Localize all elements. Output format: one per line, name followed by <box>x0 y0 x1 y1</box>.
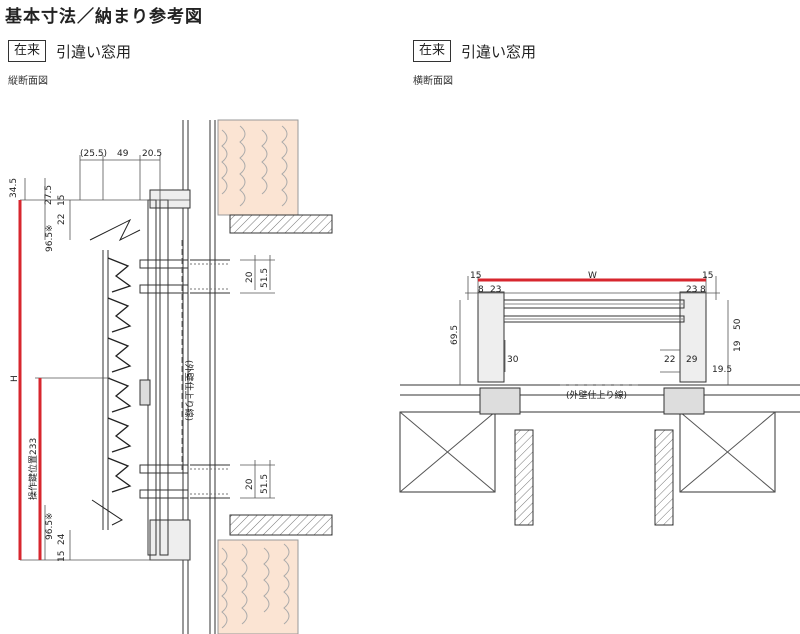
page-title: 基本寸法／納まり参考図 <box>5 7 203 27</box>
dim-handle-233: 操作鍵位置233 <box>27 438 39 500</box>
vertical-section <box>20 119 333 634</box>
dim-15-bottom: 15 <box>57 551 67 562</box>
dim-255: (25.5) <box>80 149 107 159</box>
horizontal-section <box>399 276 800 526</box>
dim-20-top: 20 <box>245 271 255 283</box>
dim-345: 34.5 <box>9 178 19 198</box>
dim-23-left: 23 <box>490 285 501 295</box>
left-heading: 引違い窓用 <box>56 42 132 61</box>
dim-275: 27.5 <box>44 185 54 205</box>
brackets <box>139 259 230 499</box>
dim-515-top: 51.5 <box>260 268 270 288</box>
dim-22: 22 <box>664 355 675 365</box>
dim-195: 19.5 <box>712 365 732 375</box>
right-finish-line-label: (外壁仕上り線) <box>566 389 627 401</box>
left-finish-line-label: (外壁仕上り線) <box>183 360 195 421</box>
dim-30: 30 <box>507 355 519 365</box>
lattice-panel <box>89 218 141 530</box>
dim-29: 29 <box>686 355 698 365</box>
insulation-bottom <box>217 539 299 634</box>
dim-15-right: 15 <box>702 271 713 281</box>
insulation-top <box>217 119 299 216</box>
left-badge: 在来 <box>8 40 47 62</box>
dim-49: 49 <box>117 149 129 159</box>
dim-965-top: 96.5※ <box>45 224 55 252</box>
dim-19: 19 <box>733 340 743 352</box>
dim-8-left: 8 <box>478 285 484 295</box>
right-badge: 在来 <box>413 40 452 62</box>
dim-H: H <box>10 375 20 382</box>
dim-15-top: 15 <box>57 195 67 206</box>
left-header: 在来 引違い窓用 <box>8 40 131 62</box>
dim-205: 20.5 <box>142 149 162 159</box>
dim-22: 22 <box>57 214 67 225</box>
dim-965-bottom: 96.5※ <box>45 512 55 540</box>
dim-15-left: 15 <box>470 271 481 281</box>
left-view-label: 縦断面図 <box>8 76 48 87</box>
right-view-label: 横断面図 <box>413 76 453 87</box>
dim-W: W <box>588 271 597 281</box>
dim-50: 50 <box>733 318 743 330</box>
dim-695: 69.5 <box>450 325 460 345</box>
dim-515-bottom: 51.5 <box>260 474 270 494</box>
dim-24: 24 <box>57 533 67 545</box>
dim-8-right: 8 <box>700 285 706 295</box>
right-header: 在来 引違い窓用 <box>413 40 536 62</box>
right-heading: 引違い窓用 <box>461 42 537 61</box>
dim-20-bottom: 20 <box>245 478 255 490</box>
dim-23-right: 23 <box>686 285 697 295</box>
